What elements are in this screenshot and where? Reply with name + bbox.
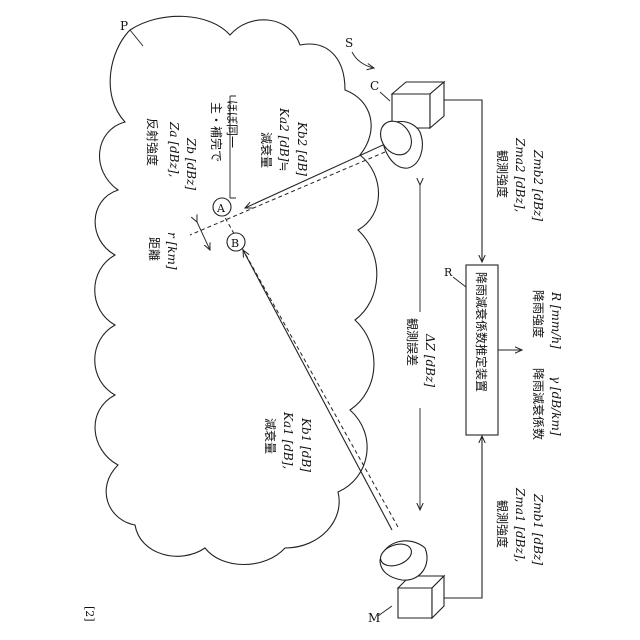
atten-m-kb1: Kb1 [dB]: [299, 417, 313, 472]
reflect-zb: Zb [dBz]: [184, 137, 198, 190]
obs-c-title: 観測強度: [495, 150, 510, 198]
obs-c-zma2: Zma2 [dBz],: [513, 137, 527, 212]
radar-m-box: [398, 588, 432, 618]
output-rain-title: 降雨強度: [531, 290, 546, 338]
atten-c-title: 減衰量: [259, 132, 274, 168]
estimator-box-text: 降雨減衰係数推定装置: [474, 272, 489, 392]
reflect-title: 反射強度: [145, 118, 160, 166]
radar-m-label: M: [368, 611, 380, 625]
obs-m-title: 観測強度: [495, 500, 510, 548]
output-rain-value: R [mm/h]: [549, 291, 563, 349]
radar-c: [374, 82, 444, 168]
obs-m-zmb1: Zmb1 [dBz]: [531, 493, 545, 565]
atten-c-kb2: Kb2 [dB]: [295, 121, 309, 176]
obs-c-zmb2: Zmb2 [dBz]: [531, 149, 545, 221]
distance-title: 距離: [147, 237, 161, 261]
obs-m-zma1: Zma1 [dBz],: [513, 487, 527, 562]
estimator-label: R: [444, 266, 453, 279]
bracket-note-line1: 主・補完で: [209, 102, 224, 162]
atten-m-title: 減衰量: [263, 418, 278, 454]
atten-m-ka1: Ka1 [dB],: [281, 411, 295, 469]
point-b-label: B: [231, 237, 239, 250]
reflect-za: Za [dBz],: [167, 121, 181, 177]
figure-number: [2]: [83, 606, 96, 622]
beam-m-to-b: [243, 250, 392, 530]
output-gamma-title: 降雨減衰係数: [531, 368, 546, 440]
radar-c-label: C: [370, 79, 379, 93]
rain-cloud: [95, 16, 379, 564]
obs-error-title: 観測誤差: [405, 318, 420, 366]
radar-c-leader: [380, 92, 390, 101]
cloud-leader-line: [130, 30, 143, 46]
output-gamma-value: γ [dB/km]: [549, 376, 563, 436]
obs-error-value: ΔZ [dBz]: [423, 333, 437, 387]
system-label: S: [345, 36, 353, 50]
estimator-leader: [453, 277, 466, 287]
point-a-label: A: [216, 202, 226, 215]
radar-m: [378, 540, 444, 618]
cloud-label: P: [120, 19, 128, 33]
bracket-note-line2: ほぼ同一: [225, 100, 239, 148]
connector-c-to-estimator: [444, 100, 482, 262]
distance-arrow: [197, 222, 210, 250]
system-curved-arrow: [352, 52, 374, 68]
atten-c-ka2: Ka2 [dB]≒: [277, 107, 291, 172]
distance-value: r [km]: [165, 232, 179, 270]
connector-m-to-estimator: [444, 436, 482, 598]
